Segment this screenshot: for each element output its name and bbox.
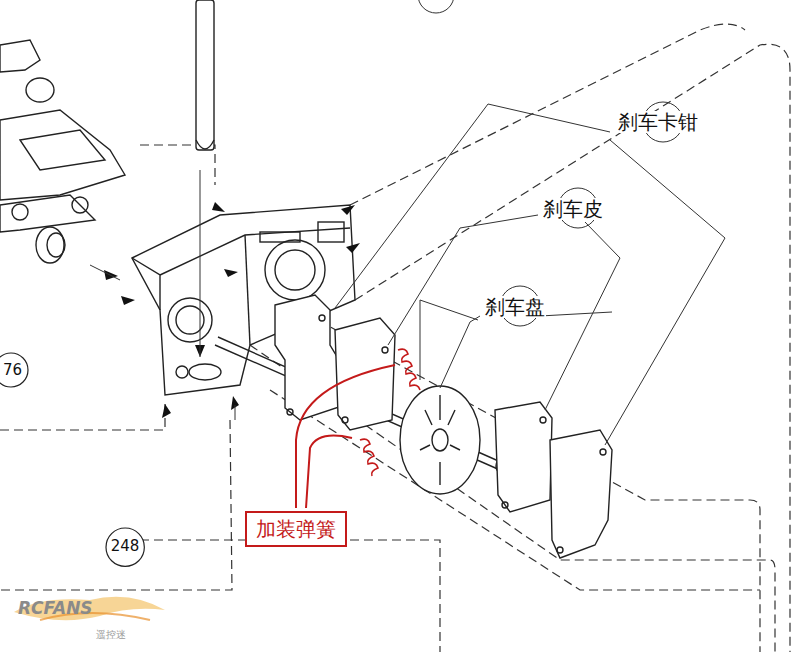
callout-number: 248 bbox=[105, 527, 145, 567]
part-label: 刹车盘 bbox=[484, 296, 546, 318]
watermark: RCFANS bbox=[18, 600, 93, 617]
callout-circle-outline bbox=[0, 353, 28, 387]
note-text: 加装弹簧 bbox=[256, 519, 336, 539]
note-box: 加装弹簧 bbox=[245, 511, 347, 547]
callout-number: 76 bbox=[0, 352, 29, 388]
part-label: 刹车皮 bbox=[542, 198, 604, 220]
callout-number-text: 76 bbox=[3, 363, 22, 378]
watermark: 遥控迷 bbox=[96, 630, 126, 640]
part-label: 刹车卡钳 bbox=[617, 111, 699, 133]
callout-number-text: 248 bbox=[111, 539, 140, 554]
callout-circle-outline bbox=[106, 528, 144, 566]
